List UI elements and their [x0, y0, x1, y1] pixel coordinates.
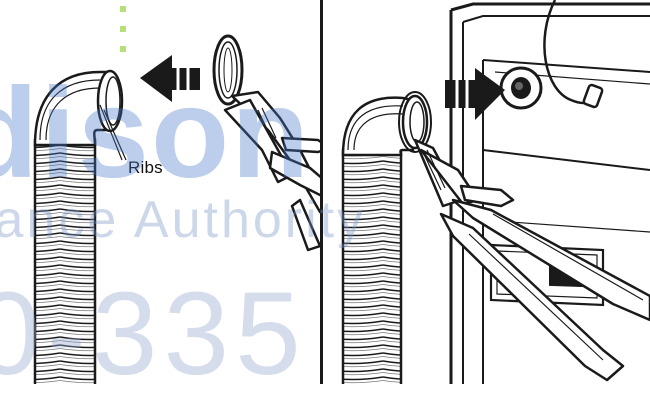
arrow-right-icon	[445, 68, 505, 120]
panel-attach-hose	[323, 0, 650, 384]
pliers	[225, 92, 320, 250]
right-illustration	[323, 0, 650, 384]
hose-inlet	[501, 68, 541, 108]
accent-dots	[120, 6, 126, 52]
panel-remove-clamp: Ribs	[0, 0, 323, 384]
ribs-callout: Ribs	[128, 158, 163, 178]
left-illustration	[0, 0, 320, 384]
drain-hose	[35, 71, 126, 384]
arrow-left-icon	[140, 55, 200, 102]
drain-hose-attached	[343, 92, 431, 384]
spring-clamp	[214, 36, 242, 104]
